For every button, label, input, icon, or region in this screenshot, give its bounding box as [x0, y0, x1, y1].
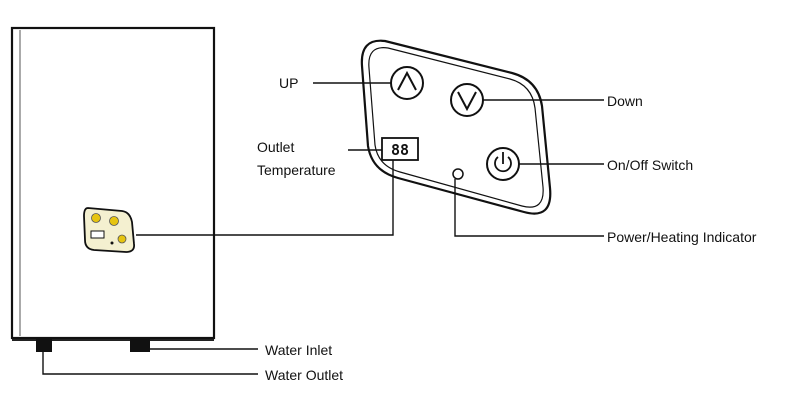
label-onoff-switch: On/Off Switch — [607, 157, 693, 173]
water-outlet-pipe — [36, 338, 52, 352]
power-heating-indicator-light — [452, 168, 464, 180]
panel-link-line — [136, 160, 394, 236]
up-button — [390, 66, 424, 100]
down-button — [450, 83, 484, 117]
small-control-panel — [83, 207, 135, 253]
heater-body — [10, 26, 216, 340]
label-power-heating-indicator: Power/Heating Indicator — [607, 229, 757, 245]
small-display — [90, 230, 105, 239]
small-up-button — [91, 213, 101, 223]
water-inlet-pipe — [130, 338, 150, 352]
label-water-inlet: Water Inlet — [265, 342, 332, 358]
display-digits: 88 — [391, 141, 409, 159]
water-outlet-leader-line — [42, 352, 258, 375]
label-outlet-line1: Outlet — [257, 139, 294, 155]
small-power-button — [117, 234, 127, 244]
label-down: Down — [607, 93, 643, 109]
indicator-leader-line — [454, 179, 604, 237]
label-outlet-line2: Temperature — [257, 162, 336, 178]
small-indicator — [110, 241, 114, 245]
label-up: UP — [279, 75, 298, 91]
enlarged-control-panel: 88 — [360, 39, 552, 215]
power-icon — [486, 147, 520, 181]
label-water-outlet: Water Outlet — [265, 367, 343, 383]
temperature-display: 88 — [381, 137, 419, 161]
small-down-button — [109, 216, 119, 226]
